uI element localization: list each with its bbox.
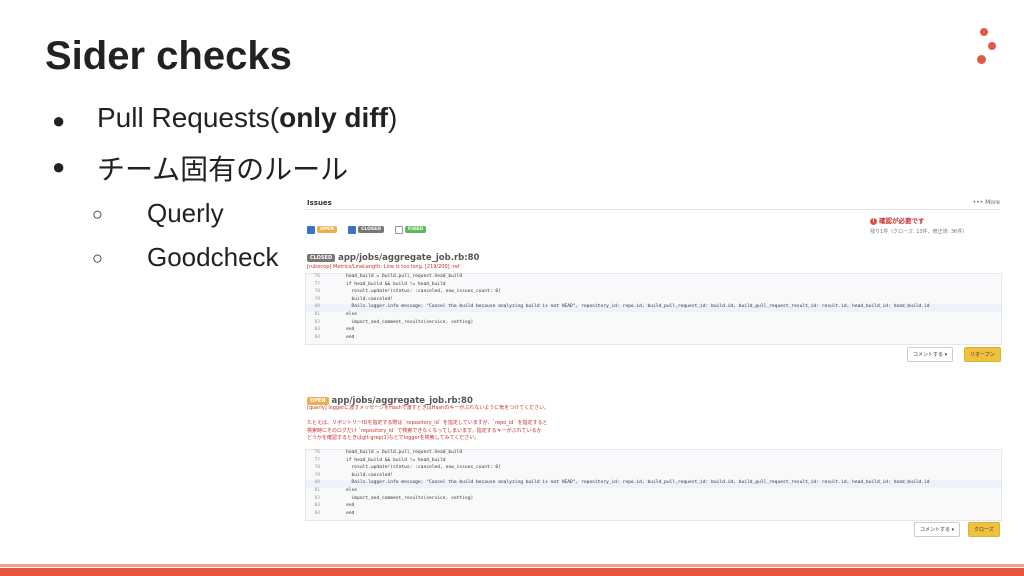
code-text: else <box>346 311 358 317</box>
code-line: 84 end <box>306 335 1001 343</box>
line-number: 83 <box>314 327 320 333</box>
code-text: build.canceled! <box>346 472 394 478</box>
status-badge: OPEN <box>307 396 329 405</box>
code-line: 81 else <box>306 312 1001 320</box>
code-snippet: 76 head_build = build.pull_request.head_b… <box>305 449 1002 521</box>
message-line: [querly] loggerに渡すメッセージをHashで渡すときはHashのキ… <box>307 405 550 411</box>
issues-header: Issues ••• More <box>305 195 1000 210</box>
code-text: import_and_comment_results(service, sett… <box>346 319 474 325</box>
issue-message: [querly] loggerに渡すメッセージをHashで渡すときはHashのキ… <box>307 405 549 443</box>
code-text: Rails.logger.info message: "Cancel the b… <box>346 480 930 486</box>
bullet-text: チーム固有のルール <box>97 154 349 185</box>
code-text: end <box>346 334 355 340</box>
line-number: 79 <box>314 472 320 478</box>
line-number: 80 <box>314 480 320 486</box>
code-text: head_build = build.pull_request.head_bui… <box>346 274 463 279</box>
line-number: 77 <box>314 281 320 287</box>
line-number: 77 <box>314 457 320 463</box>
filter-fixed-checkbox[interactable] <box>395 225 404 234</box>
filter-closed-checkbox[interactable] <box>348 225 357 234</box>
sub-bullet-text: Goodcheck <box>147 242 279 272</box>
code-line: 79 build.canceled! <box>306 297 1001 305</box>
alert-icon: ! <box>870 217 877 225</box>
line-number: 83 <box>314 503 320 509</box>
code-text: if head_build && build != head_build <box>346 457 446 463</box>
sub-bullet-circle-icon: ○ <box>92 204 103 224</box>
comment-button[interactable]: コメントする ▾ <box>907 347 954 362</box>
code-text: end <box>346 327 355 333</box>
line-number: 81 <box>314 311 320 317</box>
code-line: 82 import_and_comment_results(service, s… <box>306 320 1001 328</box>
issues-title: Issues <box>307 199 332 207</box>
code-text: result.update!(status: :canceled, new_is… <box>346 465 501 471</box>
line-number: 79 <box>314 296 320 302</box>
line-number: 76 <box>314 274 320 279</box>
status-badge: CLOSED <box>307 253 336 262</box>
issue-file-link[interactable]: app/jobs/aggregate_job.rb:80 <box>331 395 473 406</box>
message-line: たとえば、リポジトリーIDを指定する際は `repository_id` を指定… <box>307 420 548 426</box>
code-text: if head_build && build != head_build <box>346 281 446 287</box>
bullet-dot-icon: ● <box>52 108 66 133</box>
code-line: 83 end <box>306 327 1001 335</box>
reopen-button[interactable]: リオープン <box>964 347 1001 362</box>
message-line <box>307 413 549 421</box>
code-line: 76 head_build = build.pull_request.head_b… <box>306 274 1001 282</box>
code-line: 84 end <box>306 511 1001 519</box>
code-line: 81 else <box>306 488 1001 496</box>
code-text: result.update!(status: :canceled, new_is… <box>346 289 501 295</box>
line-number: 78 <box>314 289 320 295</box>
code-line: 78 result.update!(status: :canceled, new… <box>306 465 1001 473</box>
code-line: 80 Rails.logger.info message: "Cancel th… <box>306 480 1001 488</box>
code-text: import_and_comment_results(service, sett… <box>346 495 474 501</box>
code-snippet: 76 head_build = build.pull_request.head_b… <box>305 273 1002 345</box>
line-number: 78 <box>314 465 320 471</box>
code-line: 78 result.update!(status: :canceled, new… <box>306 289 1001 297</box>
message-line: どうかを確認するときはgit-grep(1)などでloggerを検索してみてくだ… <box>307 435 480 441</box>
line-number: 82 <box>314 319 320 325</box>
sub-bullet-text: Querly <box>147 198 224 228</box>
code-text: end <box>346 510 355 516</box>
line-number: 80 <box>314 304 320 310</box>
slide-title: Sider checks <box>45 34 292 78</box>
review-status: !確認が必要です 残り1件（クローズ: 13件、修正済: 36件） <box>870 215 1000 235</box>
code-line: 80 Rails.logger.info message: "Cancel th… <box>306 304 1001 312</box>
sider-issues-screenshot: Issues ••• More OPEN CLOSED FIXED !確認が必要… <box>305 195 1005 540</box>
bullet-dot-icon: ● <box>52 154 66 179</box>
code-text: Rails.logger.info message: "Cancel the b… <box>346 304 930 310</box>
issue-file-link[interactable]: app/jobs/aggregate_job.rb:80 <box>338 252 480 263</box>
sub-bullet-circle-icon: ○ <box>92 248 103 268</box>
code-text: build.canceled! <box>346 296 394 302</box>
sider-logo-icon <box>970 28 1000 70</box>
code-text: head_build = build.pull_request.head_bui… <box>346 450 463 455</box>
filter-open-checkbox[interactable] <box>307 225 315 234</box>
code-text: end <box>346 503 355 509</box>
code-line: 82 import_and_comment_results(service, s… <box>306 496 1001 504</box>
issue-filters: OPEN CLOSED FIXED <box>307 219 432 234</box>
filter-closed-label: CLOSED <box>358 226 384 233</box>
status-alert: !確認が必要です <box>870 215 1000 225</box>
code-line: 77 if head_build && build != head_build <box>306 458 1001 466</box>
status-summary: 残り1件（クローズ: 13件、修正済: 36件） <box>870 229 968 235</box>
filter-open-label: OPEN <box>317 226 337 233</box>
line-number: 76 <box>314 450 320 455</box>
line-number: 81 <box>314 487 320 493</box>
issue-message: [rubocop] Metrics/LineLength: Line is to… <box>307 264 460 270</box>
code-line: 76 head_build = build.pull_request.head_b… <box>306 450 1001 458</box>
more-link[interactable]: ••• More <box>972 199 1000 206</box>
close-button[interactable]: クローズ <box>968 522 1000 537</box>
message-line: 検索時にそのログだけ `repository_id` で検索できなくなってしまい… <box>307 427 542 434</box>
filter-fixed-label: FIXED <box>405 226 427 233</box>
code-line: 77 if head_build && build != head_build <box>306 282 1001 290</box>
footer-accent-bar <box>0 564 1024 576</box>
comment-button[interactable]: コメントする ▾ <box>914 522 961 537</box>
bullet-text: Pull Requests(only diff) <box>97 102 398 133</box>
line-number: 82 <box>314 495 320 501</box>
code-text: else <box>346 487 358 493</box>
line-number: 84 <box>314 334 320 340</box>
code-line: 79 build.canceled! <box>306 473 1001 481</box>
line-number: 84 <box>314 510 320 516</box>
code-line: 83 end <box>306 503 1001 511</box>
